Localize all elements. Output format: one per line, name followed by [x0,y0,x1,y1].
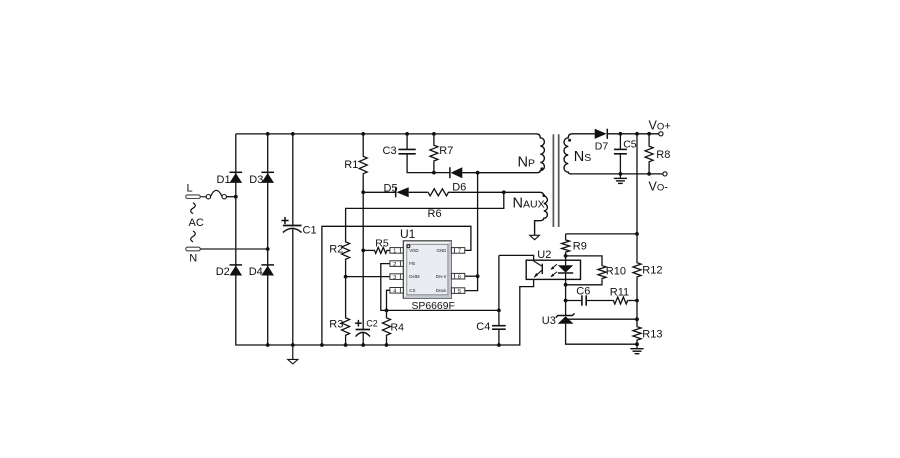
svg-text:NP: NP [518,155,536,171]
svg-text:R6: R6 [428,208,442,220]
svg-text:U2: U2 [537,249,551,261]
svg-text:N: N [189,253,197,265]
svg-text:D3: D3 [249,174,263,186]
svg-text:R4: R4 [391,322,405,334]
svg-text:R2: R2 [329,244,343,256]
svg-text:NAUX: NAUX [513,196,545,212]
svg-text:C1: C1 [303,225,317,237]
svg-text:D4: D4 [249,266,263,278]
svg-text:VO+: VO+ [649,119,671,133]
svg-text:R1: R1 [344,159,358,171]
svg-text:R7: R7 [439,145,453,157]
svg-text:R11: R11 [610,287,629,299]
svg-text:U1: U1 [400,227,416,241]
svg-text:R8: R8 [656,149,670,161]
svg-text:D1: D1 [217,174,231,186]
svg-text:Drv-n: Drv-n [436,274,447,279]
svg-text:7: 7 [458,249,461,255]
svg-text:VO-: VO- [649,180,669,194]
svg-text:GND: GND [437,248,447,253]
svg-text:6: 6 [458,274,461,280]
svg-text:U3: U3 [542,315,556,327]
svg-text:C6: C6 [576,285,590,297]
svg-text:FB: FB [409,261,415,266]
svg-text:C4: C4 [476,321,490,333]
svg-text:R9: R9 [573,241,587,253]
svg-text:NS: NS [574,149,592,165]
svg-text:D5: D5 [384,182,398,194]
svg-text:R10: R10 [606,266,626,278]
svg-text:4: 4 [393,289,397,295]
svg-text:5: 5 [458,289,461,295]
svg-text:VDD: VDD [409,248,418,253]
svg-text:DelM: DelM [409,274,420,279]
svg-text:R12: R12 [642,264,662,276]
svg-text:C5: C5 [623,139,637,151]
svg-text:CS: CS [409,288,415,293]
svg-text:2: 2 [393,262,396,268]
svg-text:R5: R5 [375,237,389,249]
svg-text:L: L [187,182,193,194]
svg-text:C2: C2 [366,319,378,329]
svg-text:SP6669F: SP6669F [412,301,455,312]
svg-text:1: 1 [393,249,396,255]
svg-text:C3: C3 [383,145,397,157]
svg-text:D6: D6 [452,182,466,194]
svg-text:R3: R3 [329,319,343,331]
svg-text:Drain: Drain [436,288,447,293]
svg-text:AC: AC [189,217,204,229]
svg-text:D2: D2 [216,266,230,278]
svg-text:3: 3 [393,275,396,281]
svg-text:R13: R13 [642,328,662,340]
svg-text:D7: D7 [595,141,609,153]
